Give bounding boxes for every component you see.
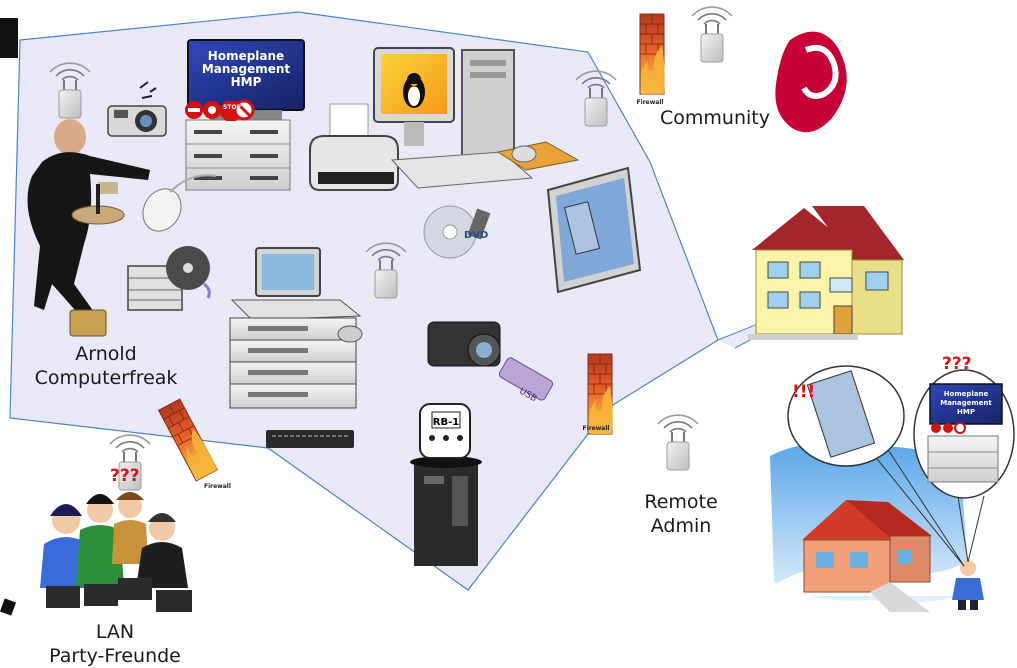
label-community: Community bbox=[660, 107, 770, 129]
robot-server-icon: RB-1 bbox=[410, 403, 482, 566]
remote-admin-scene bbox=[766, 365, 1015, 612]
mouse-icon bbox=[142, 174, 217, 232]
hmp-screen-text: Homeplane Management HMP bbox=[201, 49, 291, 89]
label-arnold: Arnold Computerfreak bbox=[34, 343, 178, 389]
stop-sign-text: STOP bbox=[223, 104, 241, 111]
printer-icon bbox=[309, 103, 399, 191]
hmp-screen-text-small: Homeplane Management HMP bbox=[940, 390, 992, 416]
server-stack-icon bbox=[229, 247, 363, 409]
lan-party-group-icon bbox=[40, 492, 192, 612]
film-strip-icon bbox=[806, 370, 876, 458]
page-edge-mark bbox=[0, 18, 18, 58]
arnold-person-icon bbox=[27, 119, 150, 337]
admin-person-icon bbox=[952, 560, 984, 610]
linux-desktop-icon bbox=[373, 47, 580, 189]
home-network-zone bbox=[9, 11, 719, 591]
stop-signs-icon bbox=[185, 99, 255, 121]
debian-logo-icon bbox=[775, 31, 847, 133]
media-drive-icon bbox=[127, 246, 211, 311]
hmp-server-icon bbox=[185, 39, 305, 191]
label-lan-party: LAN Party-Freunde bbox=[49, 621, 181, 667]
firewall-text-3: Firewall bbox=[204, 483, 231, 490]
video-monitor-icon bbox=[546, 166, 642, 294]
svg-text:DVD: DVD bbox=[464, 230, 488, 241]
digital-camera-icon bbox=[427, 321, 501, 367]
firewall-text-2: Firewall bbox=[583, 425, 610, 432]
network-switch-icon bbox=[266, 430, 354, 448]
firewall-text: Firewall bbox=[637, 99, 664, 106]
lan-question-badge: ??? bbox=[110, 466, 140, 486]
page-edge-mark-2 bbox=[0, 598, 17, 616]
alert-badge: !!! bbox=[792, 382, 816, 402]
label-remote-admin: Remote Admin bbox=[644, 491, 718, 537]
dvd-icon: DVD bbox=[423, 205, 491, 259]
svg-text:RB-1: RB-1 bbox=[433, 417, 459, 428]
remote-house-icon bbox=[802, 500, 932, 612]
compact-camera-icon bbox=[107, 81, 167, 137]
admin-question-badge: ??? bbox=[942, 354, 972, 374]
house-icon bbox=[748, 206, 904, 340]
